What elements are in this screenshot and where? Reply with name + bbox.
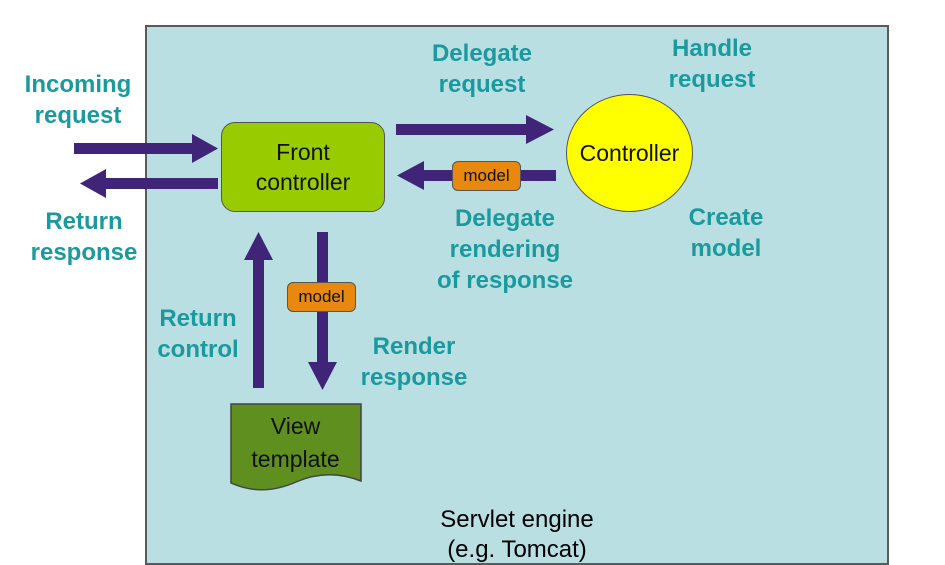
delegate-rendering-label: Delegate rendering of response	[420, 203, 590, 296]
model-box-render: model	[287, 282, 356, 312]
delegate-request-line2: request	[438, 71, 526, 98]
front-controller-line1: Front	[276, 139, 330, 165]
create-model-line1: Create	[688, 204, 764, 231]
incoming-request-line1: Incoming	[24, 71, 132, 98]
controller-circle: Controller	[566, 94, 693, 212]
incoming-request-label: Incoming request	[10, 69, 146, 131]
render-response-label: Render response	[344, 331, 484, 393]
return-control-label: Return control	[140, 303, 256, 365]
delegate-request-line1: Delegate	[431, 40, 533, 67]
return-response-line2: response	[30, 239, 138, 266]
handle-request-label: Handle request	[642, 33, 782, 95]
delegate-request-label: Delegate request	[412, 38, 552, 100]
return-response-line1: Return	[45, 208, 123, 235]
view-template-line2: template	[251, 446, 340, 472]
front-controller-box: Front controller	[221, 122, 385, 212]
incoming-request-arrow	[74, 134, 218, 163]
delegate-rendering-line2: rendering	[449, 236, 561, 263]
arrows-layer	[74, 115, 556, 491]
render-response-line2: response	[360, 364, 468, 391]
model-box-delegate: model	[452, 161, 521, 191]
model-label-delegate: model	[463, 166, 510, 185]
view-template-line1: View	[270, 413, 321, 439]
return-response-label: Return response	[16, 206, 152, 268]
view-template-shape	[230, 403, 362, 491]
delegate-rendering-line3: of response	[436, 267, 574, 294]
controller-label: Controller	[579, 139, 680, 166]
render-response-line1: Render	[372, 333, 456, 360]
handle-request-line2: request	[668, 66, 756, 93]
return-control-arrow	[244, 232, 273, 388]
view-template-label: View template	[232, 410, 359, 476]
delegate-request-arrow	[396, 115, 554, 144]
return-control-line1: Return	[159, 305, 237, 332]
create-model-label: Create model	[656, 202, 796, 264]
delegate-rendering-line1: Delegate	[454, 205, 556, 232]
incoming-request-line2: request	[34, 102, 122, 129]
return-control-line2: control	[157, 336, 239, 363]
create-model-line2: model	[690, 235, 762, 262]
return-response-arrow	[80, 169, 218, 198]
front-controller-line2: controller	[255, 169, 351, 195]
handle-request-line1: Handle	[671, 35, 752, 62]
model-label-render: model	[298, 287, 345, 306]
servlet-engine-label-line1: Servlet engine	[440, 506, 594, 533]
